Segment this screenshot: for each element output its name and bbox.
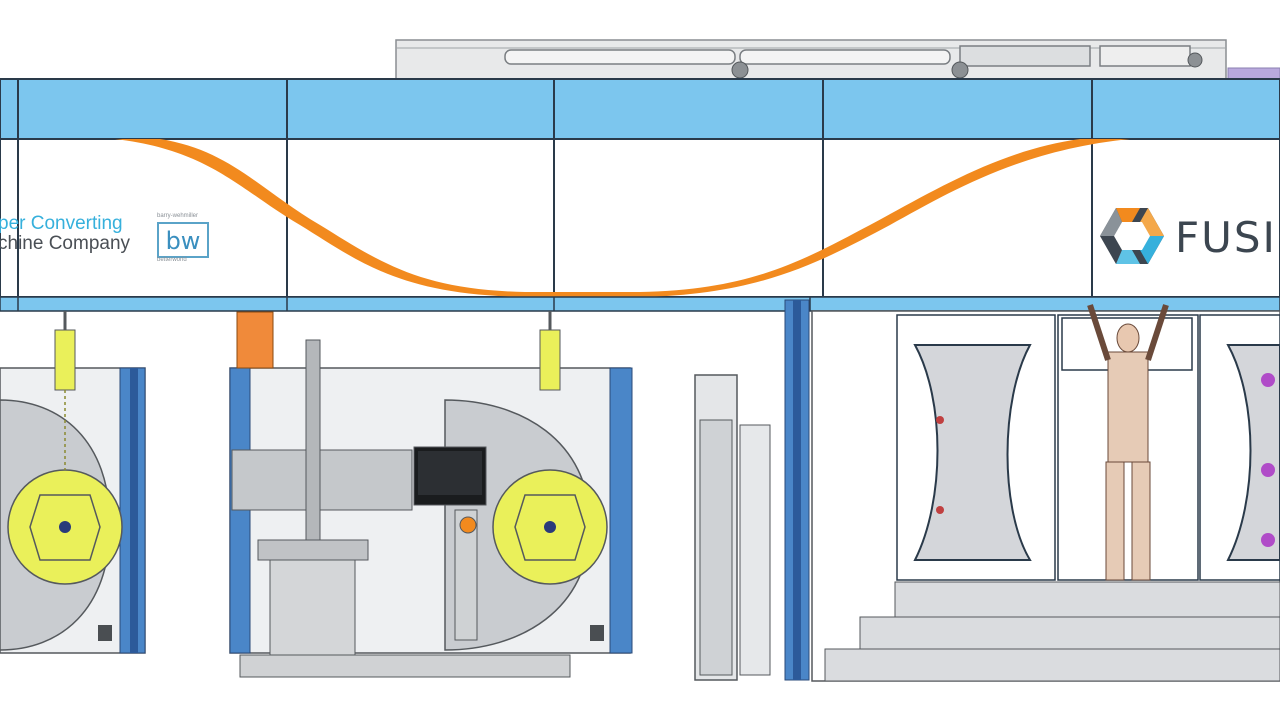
brand-line-2: chine Company <box>0 233 131 254</box>
brand-line-1: per Converting <box>0 213 123 234</box>
bw-logo-bottom-text: betterworld <box>157 257 187 263</box>
fusion-logo-text: FUSIO <box>1175 213 1280 262</box>
orange-web-wave <box>115 139 1130 297</box>
unwind-station-center <box>229 311 633 678</box>
fusion-hexagon-icon <box>1100 208 1164 264</box>
top-duct-assembly <box>395 39 1280 81</box>
upper-blue-band <box>0 78 1280 140</box>
print-deck-section <box>811 304 1280 682</box>
lower-blue-band <box>0 296 1280 312</box>
bw-logo: bw <box>157 222 209 258</box>
middle-guard-columns <box>694 299 810 681</box>
bw-logo-top-text: barry-wehmiller <box>157 213 199 219</box>
unwind-station-left <box>0 311 146 654</box>
